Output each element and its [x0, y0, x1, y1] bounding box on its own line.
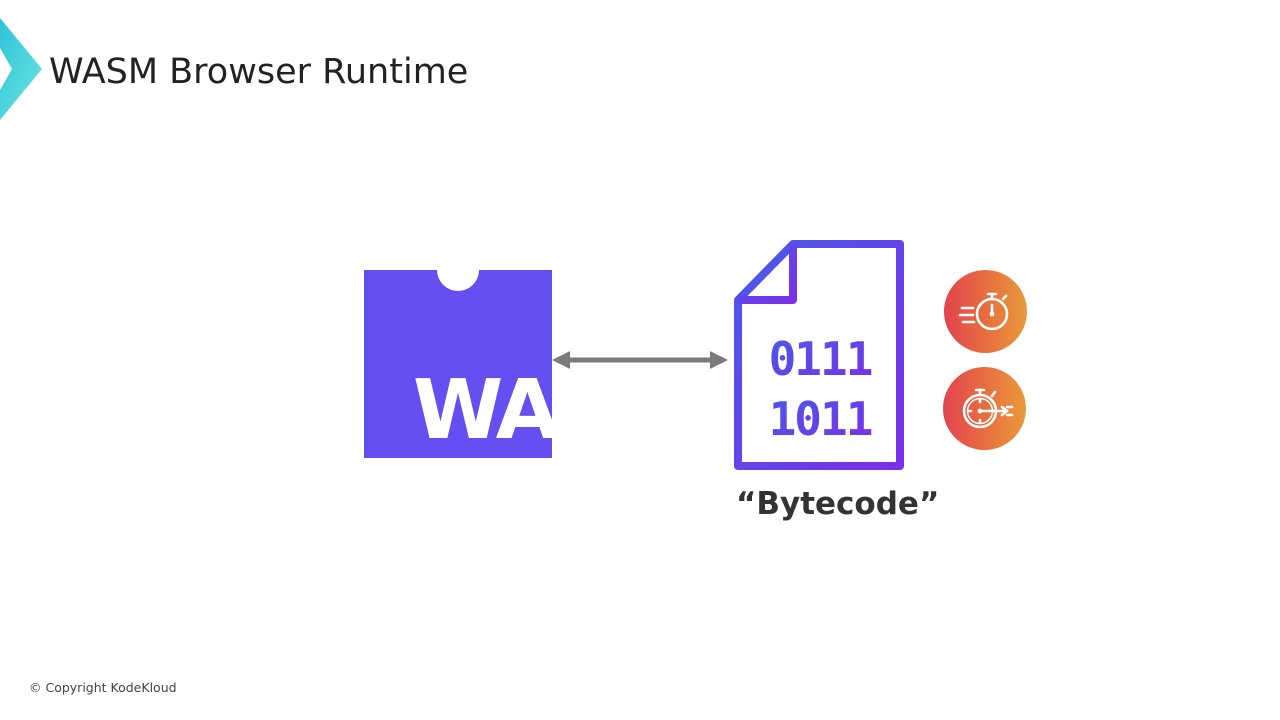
copyright-text: © Copyright KodeKloud	[29, 680, 177, 695]
binary-file-icon: 0111 1011	[734, 240, 904, 470]
bidirectional-arrow	[552, 351, 728, 369]
webassembly-logo: WA	[364, 270, 552, 458]
binary-row-1: 0111	[769, 332, 872, 386]
kodekloud-chevron-icon	[0, 18, 42, 120]
bytecode-caption: “Bytecode”	[736, 486, 940, 522]
webassembly-logo-text: WA	[413, 363, 552, 458]
page-title: WASM Browser Runtime	[49, 52, 469, 92]
fast-stopwatch-icon	[958, 292, 1009, 331]
arrow-head-right	[710, 351, 728, 369]
binary-row-2: 1011	[769, 392, 872, 446]
stopwatch-target-icon	[962, 388, 1014, 429]
webassembly-logo-shape	[364, 270, 552, 458]
speed-badge	[944, 270, 1027, 353]
arrow-head-left	[552, 351, 570, 369]
precision-badge	[943, 367, 1026, 450]
